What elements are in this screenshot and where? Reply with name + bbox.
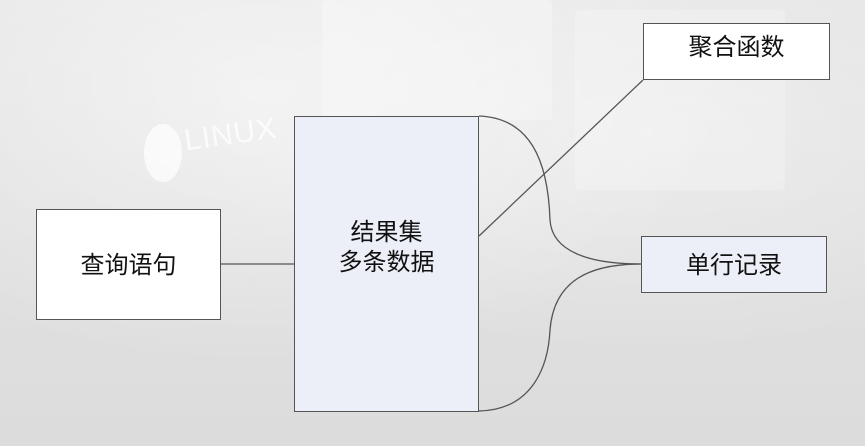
single-row-label: 单行记录 — [686, 250, 782, 279]
connector-result-top-to-row — [478, 115, 642, 265]
connector-result-to-aggregate — [478, 79, 644, 237]
connector-result-bottom-to-row — [478, 263, 642, 412]
query-statement-label: 查询语句 — [80, 250, 177, 279]
query-statement-node[interactable]: 查询语句 — [36, 209, 221, 320]
result-set-subtitle: 多条数据 — [338, 248, 435, 276]
gear-icon — [144, 124, 182, 182]
aggregate-function-label: 聚合函数 — [688, 33, 785, 61]
aggregate-function-node[interactable]: 聚合函数 — [643, 23, 830, 80]
background-monitor — [322, 0, 552, 120]
result-set-node[interactable]: 结果集 多条数据 — [294, 116, 479, 412]
result-set-title: 结果集 — [350, 218, 423, 246]
single-row-node[interactable]: 单行记录 — [641, 236, 827, 293]
